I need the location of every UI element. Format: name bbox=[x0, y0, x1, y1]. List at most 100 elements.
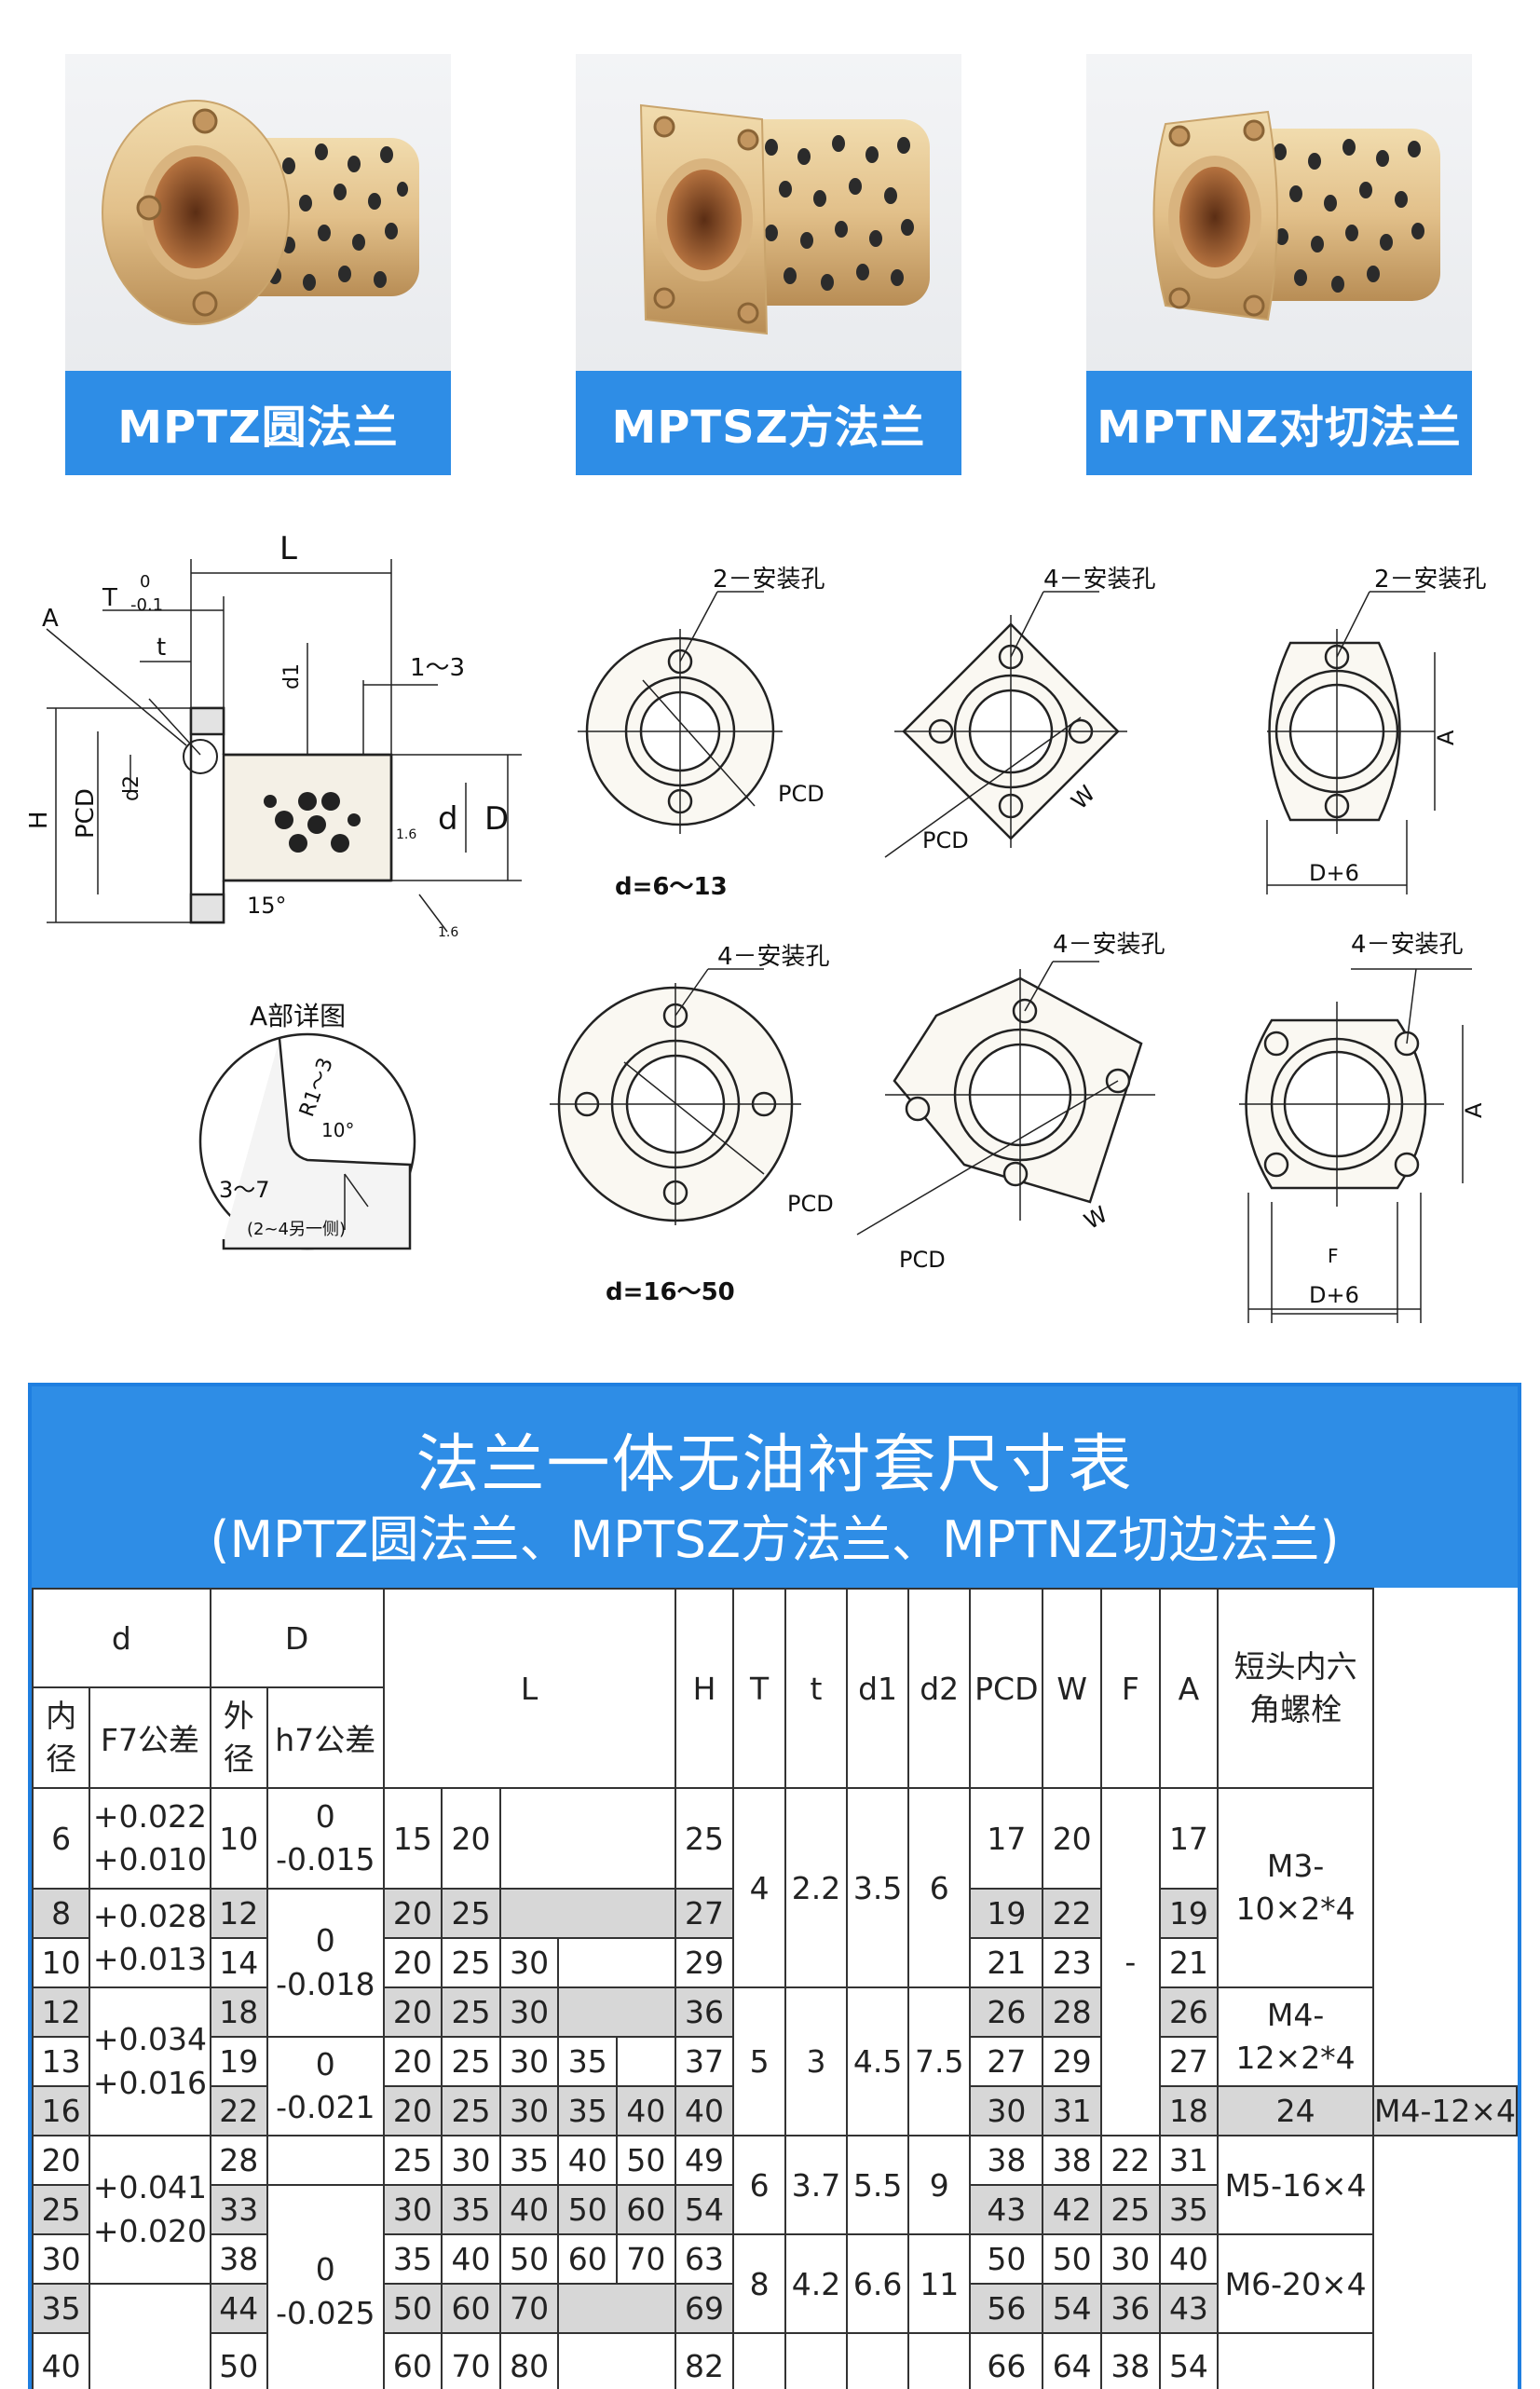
dim-H: H bbox=[25, 811, 53, 829]
w-label-2: W bbox=[1080, 1201, 1112, 1235]
h7-cell: 0-0.018 bbox=[266, 1888, 385, 2038]
dim-PCD: PCD bbox=[72, 788, 100, 839]
product-label-square: MPTSZ方法兰 bbox=[576, 371, 961, 475]
table-cell: 17 bbox=[1158, 1787, 1220, 1890]
table-cell: 4.2 bbox=[784, 2233, 849, 2334]
table-cell: 40 bbox=[1158, 2233, 1220, 2285]
table-cell: 40 bbox=[441, 2233, 501, 2285]
table-cell: 70 bbox=[498, 2283, 560, 2334]
table-cell: 42 bbox=[1042, 2184, 1102, 2235]
table-cell: 54 bbox=[1042, 2283, 1102, 2334]
table-cell: 60 bbox=[616, 2184, 676, 2235]
dim-t: t bbox=[157, 634, 166, 662]
table-cell: 19 bbox=[969, 1888, 1044, 1939]
table-cell: 30 bbox=[382, 2184, 443, 2235]
table-cell: 11 bbox=[907, 2233, 972, 2334]
range-large: d=16～50 bbox=[606, 1278, 735, 1306]
table-cell: 38 bbox=[1042, 2135, 1102, 2186]
table-cell: 22 bbox=[1042, 1888, 1102, 1939]
detail-title: A部详图 bbox=[250, 1001, 346, 1031]
table-cell: 35 bbox=[382, 2233, 443, 2285]
table-cell: M3-10×2*4 bbox=[1217, 1787, 1374, 1988]
table-cell: 20 bbox=[1042, 1787, 1102, 1890]
product-card-square[interactable]: MPTSZ方法兰 bbox=[576, 54, 961, 475]
table-cell: 15 bbox=[382, 1787, 443, 1890]
table-cell: 56 bbox=[969, 2283, 1044, 2334]
table-cell: 14 bbox=[209, 1937, 268, 1988]
dim-T-tol-bot: -0.1 bbox=[130, 595, 163, 615]
dim-A: A bbox=[42, 605, 59, 633]
f7-cell: +0.028+0.013 bbox=[89, 1888, 211, 1988]
table-cell: 16 bbox=[32, 2085, 91, 2136]
table-cell: 12 bbox=[32, 1986, 91, 2038]
table-cell: - bbox=[1100, 1787, 1161, 2136]
table-cell: 13 bbox=[32, 2036, 91, 2087]
table-cell: 20 bbox=[441, 1787, 501, 1890]
table-cell: 25 bbox=[1100, 2184, 1161, 2235]
product-label-round: MPTZ圆法兰 bbox=[65, 371, 451, 475]
table-cell: 30 bbox=[32, 2233, 91, 2285]
table-cell: 6.6 bbox=[846, 2233, 910, 2334]
hole-label-3: 2－安装孔 bbox=[1374, 566, 1487, 594]
product-card-round[interactable]: MPTZ圆法兰 bbox=[65, 54, 451, 475]
table-cell: 29 bbox=[1042, 2036, 1102, 2087]
table-cell: 10 bbox=[32, 1937, 91, 1988]
table-cell: M4-12×2*4 bbox=[1217, 1986, 1374, 2087]
table-cell bbox=[266, 2135, 385, 2186]
table-cell: 70 bbox=[616, 2233, 676, 2285]
table-cell: 18 bbox=[1158, 2085, 1220, 2136]
table-cell: 60 bbox=[557, 2233, 619, 2285]
table-cell: 40 bbox=[616, 2085, 676, 2136]
table-cell: 35 bbox=[498, 2135, 560, 2186]
table-cell: 20 bbox=[382, 1888, 443, 1939]
table-cell: 26 bbox=[1158, 1986, 1220, 2038]
table-cell: 9 bbox=[907, 2135, 972, 2235]
table-cell: 54 bbox=[674, 2184, 735, 2235]
table-cell bbox=[784, 2332, 849, 2389]
range-small: d=6～13 bbox=[615, 873, 728, 901]
table-cell: 12 bbox=[209, 1888, 268, 1939]
th-A: A bbox=[1158, 1588, 1220, 1789]
dim-T: T bbox=[102, 584, 117, 612]
th-d2: d2 bbox=[907, 1588, 972, 1789]
table-row: 10 14 20 25 30 29 21 23 21 bbox=[32, 1937, 1517, 1988]
table-cell: 60 bbox=[441, 2283, 501, 2334]
table-cell: 40 bbox=[674, 2085, 735, 2136]
table-cell: 22 bbox=[209, 2085, 268, 2136]
table-subtitle: (MPTZ圆法兰、MPTSZ方法兰、MPTNZ切边法兰) bbox=[210, 1510, 1340, 1569]
table-cell: 49 bbox=[674, 2135, 735, 2186]
spec-table: d D L H T t d1 d2 PCD W F A 短头内六角螺栓 内径 F… bbox=[32, 1588, 1518, 2389]
table-cell: 24 bbox=[1217, 2085, 1374, 2136]
table-cell: 29 bbox=[674, 1937, 735, 1988]
detail-note: (2~4另一侧) bbox=[247, 1220, 346, 1239]
table-cell: 20 bbox=[382, 2085, 443, 2136]
table-cell: 27 bbox=[1158, 2036, 1220, 2087]
product-card-cut[interactable]: MPTNZ对切法兰 bbox=[1086, 54, 1472, 475]
table-cell bbox=[557, 2283, 676, 2334]
table-cell: 25 bbox=[382, 2135, 443, 2186]
table-cell: 35 bbox=[32, 2283, 91, 2334]
table-cell bbox=[907, 2332, 972, 2389]
f7-cell: +0.041+0.020 bbox=[89, 2135, 211, 2285]
table-cell bbox=[1217, 2332, 1374, 2389]
table-cell: 30 bbox=[969, 2085, 1044, 2136]
table-row: 30 38 35 40 50 60 70 63 8 4.2 6.6 11 50 … bbox=[32, 2233, 1517, 2334]
dim-1-3: 1～3 bbox=[410, 654, 465, 682]
table-cell: 2.2 bbox=[784, 1787, 849, 1988]
table-cell: 30 bbox=[1100, 2233, 1161, 2285]
table-cell: 50 bbox=[209, 2332, 268, 2389]
table-cell: 19 bbox=[1158, 1888, 1220, 1939]
table-cell: 26 bbox=[969, 1986, 1044, 2038]
table-cell: 40 bbox=[557, 2135, 619, 2186]
th-inner: 内径 bbox=[32, 1686, 91, 1789]
table-cell: 30 bbox=[498, 1986, 560, 2038]
table-cell: 82 bbox=[674, 2332, 735, 2389]
table-cell: 50 bbox=[498, 2233, 560, 2285]
table-cell bbox=[498, 1888, 676, 1939]
table-cell: 27 bbox=[674, 1888, 735, 1939]
table-cell: 20 bbox=[32, 2135, 91, 2186]
table-cell: 35 bbox=[441, 2184, 501, 2235]
table-cell: 23 bbox=[1042, 1937, 1102, 1988]
table-cell: 6 bbox=[32, 1787, 91, 1890]
table-cell: 37 bbox=[674, 2036, 735, 2087]
